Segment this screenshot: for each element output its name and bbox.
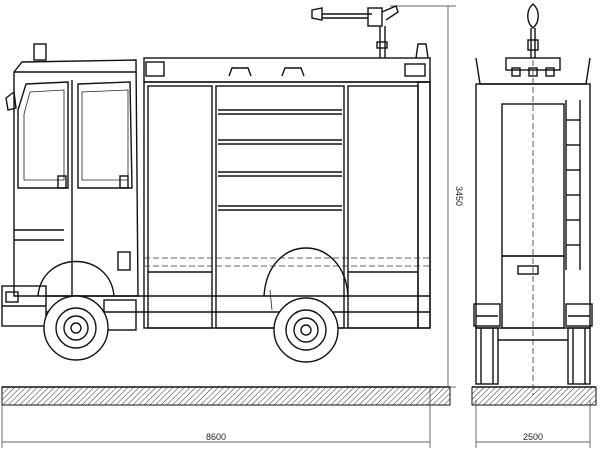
water-cannon [311, 5, 399, 58]
height-dimension: 3450 [390, 5, 464, 388]
height-dimension-label: 3450 [454, 186, 464, 206]
rear-wheel [263, 247, 349, 363]
rear-view: 2500 [471, 3, 597, 448]
front-wheel [37, 261, 115, 361]
length-dimension: 8600 [1, 387, 431, 448]
roof-box [143, 57, 431, 83]
side-ground [1, 386, 451, 406]
equipment-body [143, 81, 431, 329]
cab [1, 43, 139, 331]
width-dimension: 2500 [475, 400, 591, 448]
width-dimension-label: 2500 [523, 432, 543, 442]
rear-left-wheel [475, 327, 499, 385]
rear-nozzle [527, 3, 539, 58]
length-dimension-label: 8600 [206, 432, 226, 442]
rear-ground [471, 386, 597, 406]
side-view: 3450 8600 [1, 5, 464, 448]
rear-right-wheel [567, 327, 591, 385]
rear-ladder [565, 100, 581, 270]
